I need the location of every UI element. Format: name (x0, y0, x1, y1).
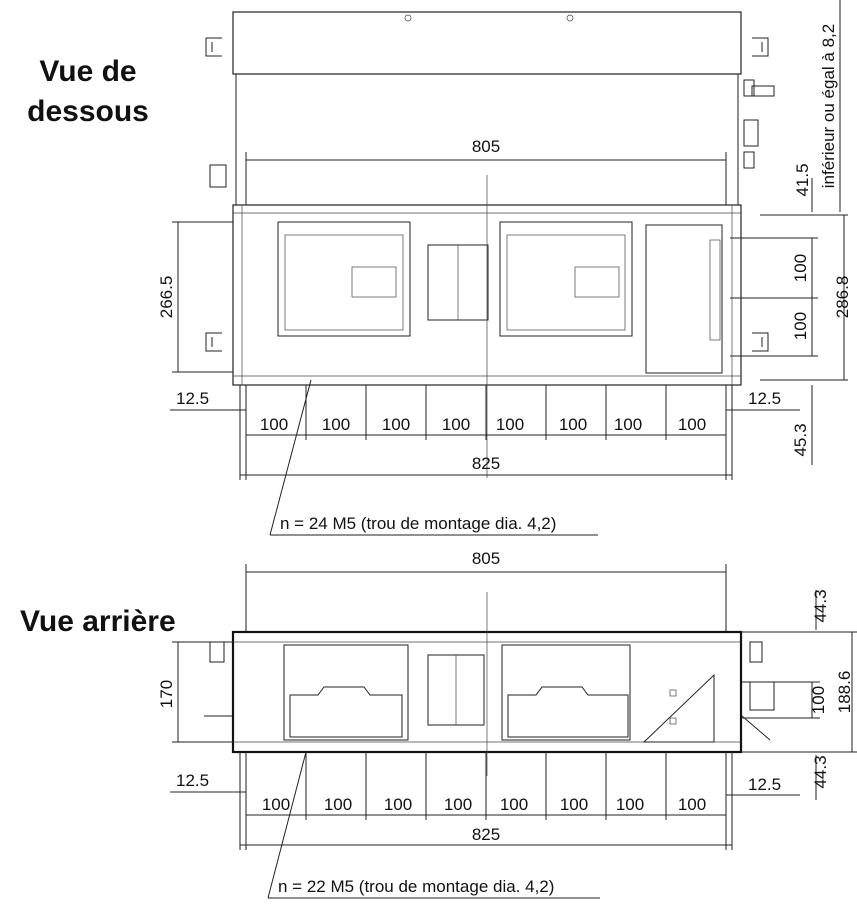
electrical-box (645, 224, 723, 374)
bottom-view-drawing: 805 266.5 12.5 12.5 100 100 100 100 100 … (157, 0, 852, 536)
bottom-view-title: Vue de dessous (27, 55, 149, 128)
dim-805-rear: 805 (472, 549, 500, 568)
pitch-label-rear: 100 (384, 795, 412, 814)
pitch-label-bottom: 100 (559, 415, 587, 434)
fan-label-plate (351, 266, 397, 298)
dim-44-3-bottom: 44.3 (811, 755, 830, 788)
pitch-label-rear: 100 (678, 795, 706, 814)
hanger-bracket-icon (752, 332, 769, 352)
rear-view-drawing: 805 170 12.5 12.5 (157, 549, 857, 899)
pitch-label-bottom: 100 (322, 415, 350, 434)
dim-12-5-left-rear: 12.5 (176, 771, 209, 790)
dim-note-vertical: inférieur ou égal à 8,2 (819, 24, 838, 188)
dim-100-right-rear: 100 (809, 686, 828, 714)
pitch-label-bottom: 100 (678, 415, 706, 434)
hanger-bracket-icon (205, 332, 222, 352)
pitch-label-rear: 100 (616, 795, 644, 814)
fan-scroll-left (277, 221, 411, 337)
rear-electrical-box (642, 673, 715, 743)
dim-825-rear: 825 (472, 825, 500, 844)
pitch-label-rear: 100 (560, 795, 588, 814)
dim-266-5: 266.5 (157, 276, 176, 319)
fan-label-plate (574, 266, 620, 298)
pitch-label-bottom: 100 (442, 415, 470, 434)
pitch-label-rear: 100 (324, 795, 352, 814)
dim-45-3: 45.3 (791, 423, 810, 456)
rear-view-title: Vue arrière (20, 605, 176, 638)
screw-icon (404, 14, 412, 22)
dim-12-5-right-rear: 12.5 (748, 775, 781, 794)
dim-170: 170 (157, 680, 176, 708)
pitch-label-bottom: 100 (614, 415, 642, 434)
dim-188-6: 188.6 (835, 671, 854, 714)
screw-icon (566, 14, 574, 22)
dim-12-5-right-bottom: 12.5 (748, 389, 781, 408)
hanger-bracket-icon (752, 37, 769, 57)
pitch-ticks-rear (245, 752, 727, 850)
pitch-label-bottom: 100 (260, 415, 288, 434)
dim-805-bottom: 805 (472, 137, 500, 156)
dim-100-right-a-bottom: 100 (791, 254, 810, 282)
dim-12-5-left-bottom: 12.5 (176, 389, 209, 408)
fan-scroll-right (499, 221, 633, 337)
hole-note-bottom: n = 24 M5 (trou de montage dia. 4,2) (280, 514, 556, 533)
pitch-label-rear: 100 (444, 795, 472, 814)
dim-41-5: 41.5 (793, 163, 812, 196)
pitch-label-bottom: 100 (496, 415, 524, 434)
dim-825-bottom: 825 (472, 454, 500, 473)
dim-100-right-b-bottom: 100 (791, 312, 810, 340)
rear-fan-left (283, 644, 409, 741)
dim-44-3-top: 44.3 (811, 589, 830, 622)
upper-housing (232, 11, 742, 75)
dim-286-8: 286.8 (833, 276, 852, 319)
pitch-label-rear: 100 (262, 795, 290, 814)
hanger-bracket-icon (205, 37, 222, 57)
rear-fan-right (501, 644, 631, 741)
hole-note-rear: n = 22 M5 (trou de montage dia. 4,2) (278, 877, 554, 896)
pitch-ticks-bottom (245, 385, 727, 480)
pitch-label-rear: 100 (500, 795, 528, 814)
pitch-label-bottom: 100 (382, 415, 410, 434)
